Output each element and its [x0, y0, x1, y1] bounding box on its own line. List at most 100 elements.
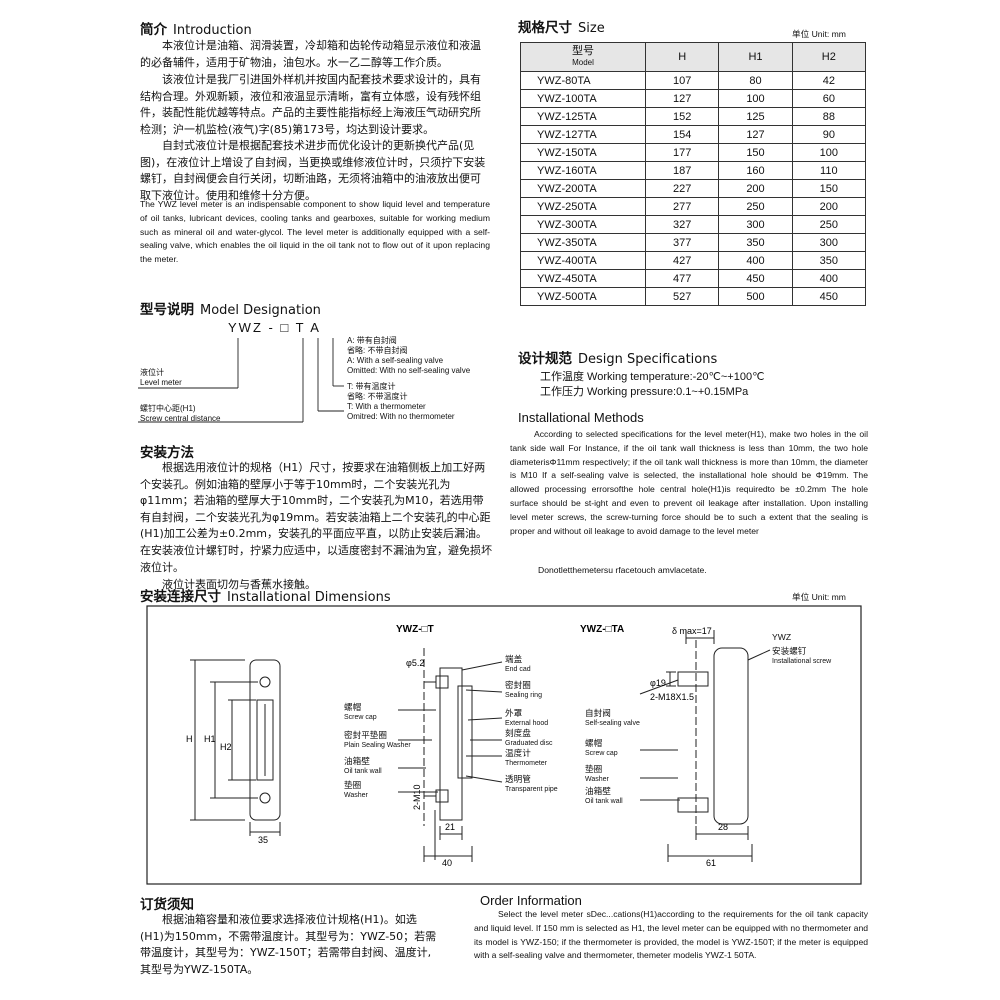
dimension-cell: 350 — [718, 233, 793, 252]
dimension-cell: 107 — [644, 71, 720, 90]
dim-2-m10: 2-M10 — [412, 784, 422, 810]
dimension-cell: 177 — [644, 143, 720, 162]
install-en-heading: Installational Methods — [518, 410, 644, 425]
dimension-cell: 450 — [791, 287, 867, 306]
model-cell: YWZ-150TA — [520, 143, 646, 162]
install-en-note: Donotletthemetersu rfacetouch amvlacetat… — [538, 565, 707, 575]
dimension-cell: 427 — [644, 251, 720, 270]
dimension-cell: 477 — [644, 269, 720, 288]
self-sealing-valve-upper — [677, 671, 709, 687]
installation-drawing: YWZ-□T YWZ-□TA H H1 H2 35 2-M10 21 40 φ5… — [146, 605, 862, 885]
dims-unit: 单位 Unit: mm — [792, 592, 846, 602]
model-cell: YWZ-200TA — [520, 179, 646, 198]
dimension-cell: 88 — [791, 107, 867, 126]
model-cell: YWZ-125TA — [520, 107, 646, 126]
dimension-cell: 100 — [791, 143, 867, 162]
install-en-text: According to selected specifications for… — [510, 429, 868, 536]
model-option-a: A: 带有自封阀省略: 不带自封阀 A: With a self-sealing… — [347, 336, 471, 375]
drawing-title-t: YWZ-□T — [396, 624, 434, 635]
order-en-heading: Order Information — [480, 893, 582, 908]
dimension-cell: 377 — [644, 233, 720, 252]
lower-screw-hole — [259, 792, 271, 804]
dimension-cell: 42 — [791, 71, 867, 90]
size-unit: 单位 Unit: mm — [792, 29, 846, 39]
dimension-cell: 327 — [644, 215, 720, 234]
dim-phi19: φ19 — [650, 678, 666, 688]
dimension-cell: 125 — [718, 107, 793, 126]
intro-para-1: 本液位计是油箱、润滑装置，冷却箱和齿轮传动箱显示液位和液温的必备辅件，适用于矿物… — [140, 39, 481, 69]
self-sealing-valve-lower — [677, 797, 709, 813]
graduated-window — [256, 699, 274, 781]
front-view-body — [249, 659, 281, 821]
model-cell: YWZ-250TA — [520, 197, 646, 216]
dim-delta-max: δ max=17 — [672, 626, 712, 636]
install-zh-heading: 安装方法 — [140, 445, 194, 461]
dimension-cell: 300 — [718, 215, 793, 234]
drawing-frame — [146, 605, 862, 885]
dim-h1: H1 — [204, 734, 216, 744]
dimension-cell: 227 — [644, 179, 720, 198]
dimension-cell: 127 — [644, 89, 720, 108]
dimension-cell: 527 — [644, 287, 720, 306]
model-cell: YWZ-100TA — [520, 89, 646, 108]
dimension-cell: 400 — [718, 251, 793, 270]
dim-21: 21 — [445, 822, 455, 832]
dimension-cell: 250 — [718, 197, 793, 216]
ta-side-view-body — [713, 647, 749, 825]
dim-h2: H2 — [220, 742, 232, 752]
dimension-cell: 250 — [791, 215, 867, 234]
dimension-cell: 90 — [791, 125, 867, 144]
order-zh-heading: 订货须知 — [140, 897, 194, 913]
model-cell: YWZ-300TA — [520, 215, 646, 234]
dimension-cell: 450 — [718, 269, 793, 288]
dimension-cell: 154 — [644, 125, 720, 144]
model-cell: YWZ-160TA — [520, 161, 646, 180]
dimension-cell: 200 — [718, 179, 793, 198]
design-pressure: 工作压力 Working pressure:0.1~+0.15MPa — [540, 386, 749, 398]
drawing-title-ta: YWZ-□TA — [580, 624, 624, 635]
upper-screw-hole — [259, 676, 271, 688]
dimension-cell: 277 — [644, 197, 720, 216]
model-cell: YWZ-350TA — [520, 233, 646, 252]
model-cell: YWZ-80TA — [520, 71, 646, 90]
dimension-cell: 152 — [644, 107, 720, 126]
dimension-cell: 160 — [718, 161, 793, 180]
dim-2-m18: 2-M18X1.5 — [650, 692, 694, 702]
dimension-cell: 110 — [791, 161, 867, 180]
dim-40: 40 — [442, 858, 452, 868]
dimension-cell: 80 — [718, 71, 793, 90]
model-code: YWZ - □ T A — [228, 320, 321, 335]
dimension-cell: 300 — [791, 233, 867, 252]
dim-28: 28 — [718, 822, 728, 832]
dimension-cell: 150 — [791, 179, 867, 198]
dim-phi52: φ5.2 — [406, 658, 424, 668]
dimension-cell: 150 — [718, 143, 793, 162]
dim-35: 35 — [258, 835, 268, 845]
model-leader-lines — [138, 338, 344, 423]
side-view-body — [439, 667, 463, 821]
